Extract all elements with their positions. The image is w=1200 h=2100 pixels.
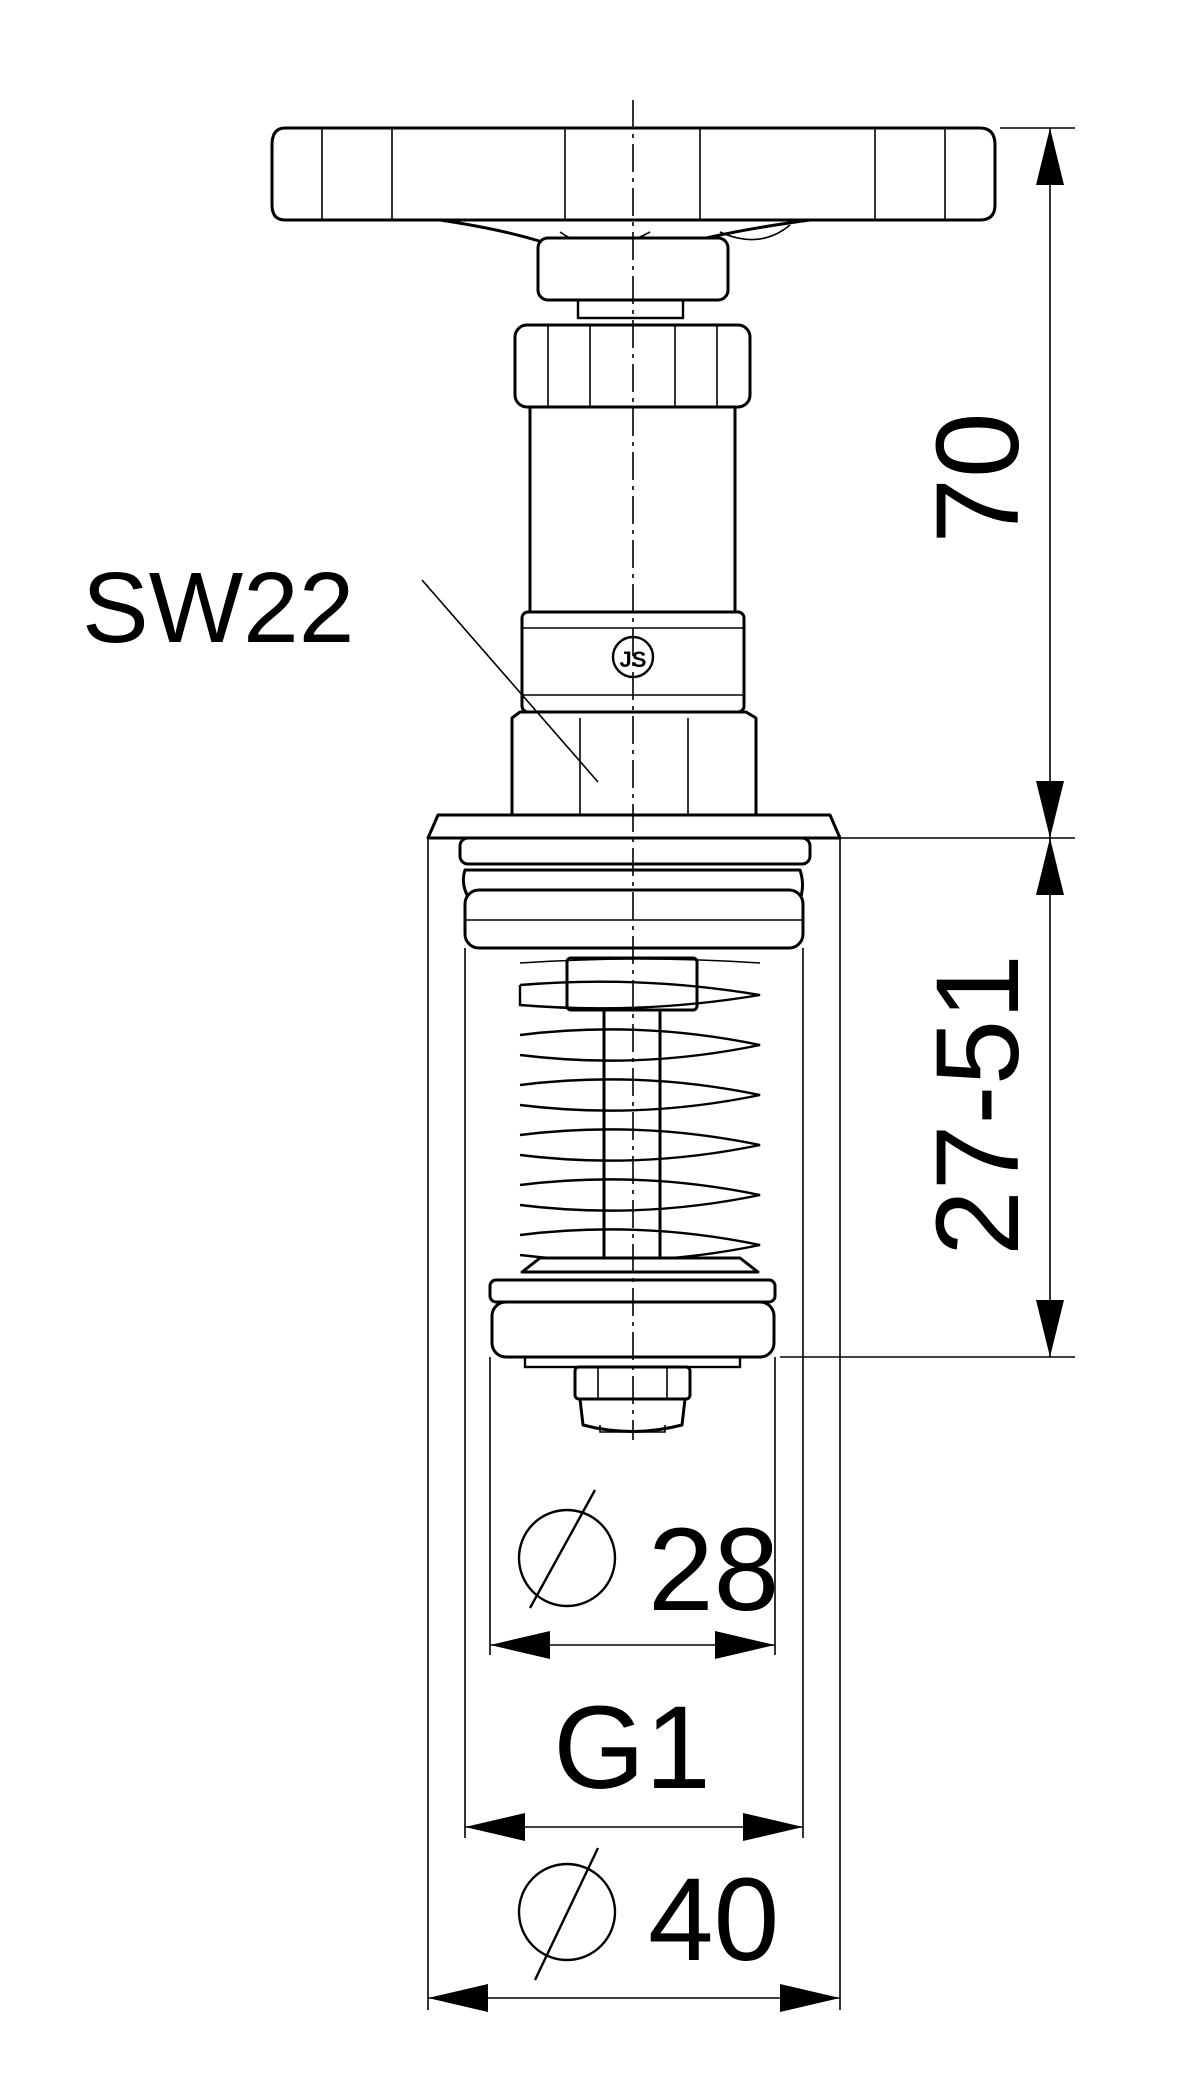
- diameter-symbol-28: [517, 1489, 617, 1609]
- dimension-27-51: 27-51: [780, 838, 1075, 1358]
- dimension-g1: G1: [465, 1682, 803, 1841]
- diameter-symbol-40: [517, 1847, 617, 1981]
- hex-body: [510, 710, 758, 817]
- flange: [426, 813, 842, 866]
- dimension-40: 40: [428, 1847, 840, 2012]
- dimension-40-label: 40: [648, 1854, 779, 1986]
- spring-assembly: [518, 956, 761, 1274]
- dimension-28: 28: [490, 1489, 779, 1659]
- dimension-28-label: 28: [648, 1504, 779, 1636]
- dimension-g1-label: G1: [553, 1682, 710, 1814]
- sw22-callout: SW22: [82, 552, 599, 783]
- dimension-70: 70: [835, 127, 1075, 839]
- sw22-label: SW22: [82, 552, 354, 664]
- dimension-70-label: 70: [912, 412, 1044, 543]
- dimension-27-51-label: 27-51: [912, 954, 1044, 1256]
- extension-lines: [427, 838, 841, 2010]
